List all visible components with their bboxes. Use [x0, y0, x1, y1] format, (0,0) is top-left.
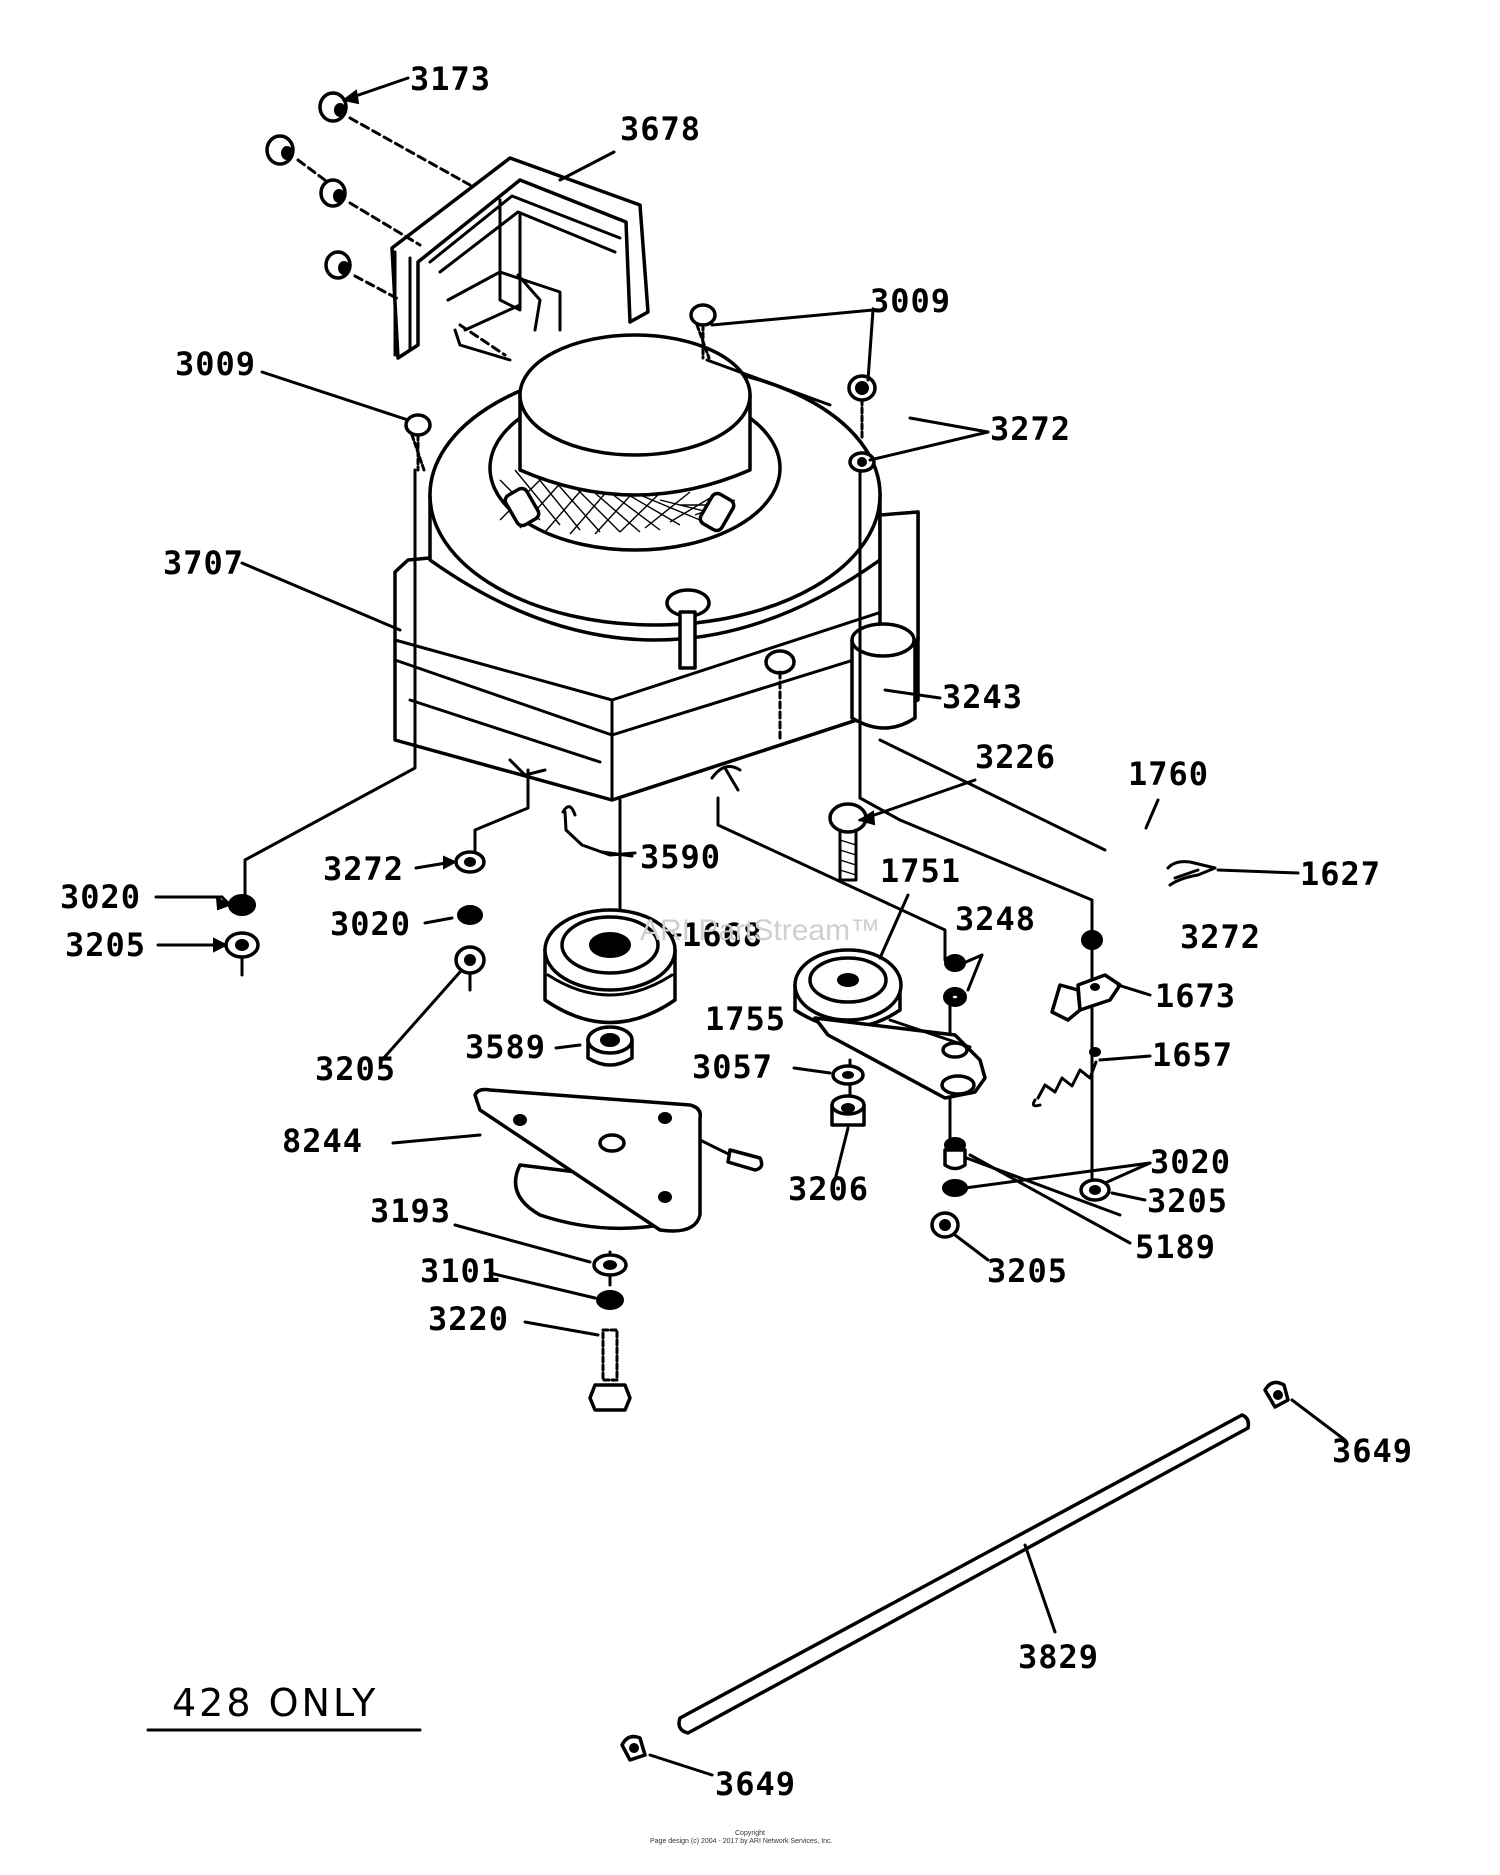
callout-3220: 3220 [428, 1300, 509, 1338]
callout-3020-right: 3020 [1150, 1143, 1231, 1181]
clip-3649-top [1263, 1380, 1290, 1409]
center-nut-stack [454, 850, 486, 992]
shroud-bolt-right [689, 303, 832, 407]
callout-1657: 1657 [1152, 1036, 1233, 1074]
callout-3205-center: 3205 [315, 1050, 396, 1088]
shroud-bolt-left [404, 413, 432, 472]
shroud-bolt-3009-right [847, 374, 877, 800]
callout-3590: 3590 [640, 838, 721, 876]
leader-lines [154, 76, 1347, 1777]
bolt-3226 [828, 802, 868, 882]
callout-3829: 3829 [1018, 1638, 1099, 1676]
callout-3057: 3057 [692, 1048, 773, 1086]
callout-1755: 1755 [705, 1000, 786, 1038]
callout-3272-center: 3272 [323, 850, 404, 888]
bolt-head-3 [319, 178, 347, 208]
callout-3205-right: 3205 [1147, 1182, 1228, 1220]
pulley-1751 [793, 948, 903, 1030]
callout-1751: 1751 [880, 852, 961, 890]
pulley-1668 [543, 908, 677, 1025]
callout-1668: 1668 [682, 916, 763, 954]
engine-drawing [393, 333, 920, 802]
bolt-head-1 [318, 91, 348, 123]
right-assembly [1031, 930, 1122, 1202]
washer-3248 [943, 954, 967, 1007]
control-bracket-drawing [390, 156, 650, 362]
callout-3226: 3226 [975, 738, 1056, 776]
callout-3707: 3707 [163, 544, 244, 582]
spacer-5189 [930, 1137, 968, 1239]
callout-3205-bottom: 3205 [987, 1252, 1068, 1290]
clip-3649-bottom [620, 1734, 647, 1762]
rod-3829 [677, 1413, 1251, 1735]
idler-arm-1755 [813, 1016, 987, 1100]
callout-1760: 1760 [1128, 755, 1209, 793]
bracket-bolt-stack [588, 1253, 632, 1412]
callout-5189: 5189 [1135, 1228, 1216, 1266]
callout-3009-left: 3009 [175, 345, 256, 383]
callout-3272-right: 3272 [1180, 918, 1261, 956]
idler-bracket-8244 [473, 1087, 764, 1233]
spring-3590 [561, 805, 637, 857]
callout-3649-bottom: 3649 [715, 1765, 796, 1803]
callout-3589: 3589 [465, 1028, 546, 1066]
callout-3009-right: 3009 [870, 282, 951, 320]
callout-labels: 3173 3678 3009 3009 3272 3707 3243 3226 … [60, 60, 1413, 1803]
model-note: 428 ONLY [146, 1681, 422, 1732]
callout-3272-top: 3272 [990, 410, 1071, 448]
callout-1627: 1627 [1300, 855, 1381, 893]
washer-3057 [830, 1064, 866, 1127]
clip-1627 [1166, 860, 1217, 887]
watermark: ARI PartStream™ [640, 914, 880, 947]
bolt-head-2 [265, 134, 295, 166]
callout-3206: 3206 [788, 1170, 869, 1208]
callout-3649-top: 3649 [1332, 1432, 1413, 1470]
bolt-head-4 [324, 250, 352, 280]
callout-3243: 3243 [942, 678, 1023, 716]
callout-3248: 3248 [955, 900, 1036, 938]
left-nut-stack [224, 894, 260, 977]
footer-page-design: Page design (c) 2004 - 2017 by ARI Netwo… [650, 1838, 833, 1845]
callout-3193: 3193 [370, 1192, 451, 1230]
model-note-text: 428 ONLY [172, 1681, 378, 1725]
callout-3101: 3101 [420, 1252, 501, 1290]
callout-3173: 3173 [410, 60, 491, 98]
callout-3205-left: 3205 [65, 926, 146, 964]
callout-3678: 3678 [620, 110, 701, 148]
bushing-3589 [586, 1025, 634, 1067]
callout-8244: 8244 [282, 1122, 363, 1160]
callout-3020-left: 3020 [60, 878, 141, 916]
callout-1673: 1673 [1155, 977, 1236, 1015]
bracket-bolts [265, 91, 507, 357]
callout-3020-center: 3020 [330, 905, 411, 943]
footer-copyright: Copyright [735, 1830, 765, 1837]
